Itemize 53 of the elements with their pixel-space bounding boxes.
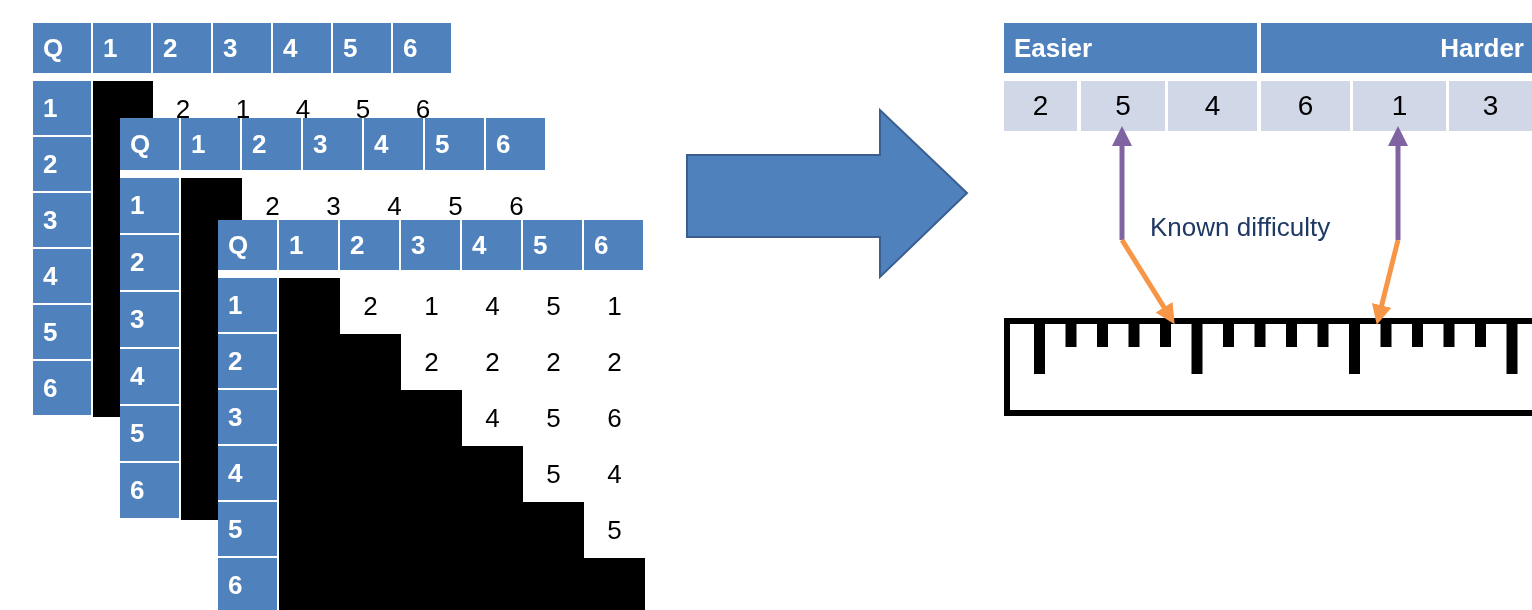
rank-cell: 2 [1004,81,1077,131]
header-cell: 6 [218,558,277,610]
header-cell: 2 [242,118,301,170]
header-cell: 2 [340,220,399,270]
header-cell: 5 [425,118,484,170]
header-cell: 3 [120,292,179,347]
header-cell: 2 [120,235,179,290]
header-cell: 4 [364,118,423,170]
header-cell: 4 [33,249,91,303]
rank-cell: 4 [1168,81,1257,131]
rank-cell: 1 [1353,81,1446,131]
header-cell: 4 [120,349,179,404]
header-cell: 4 [273,23,331,73]
arrow [1388,126,1408,240]
header-cell: 5 [523,220,582,270]
header-cell: 3 [213,23,271,73]
header-cell: 3 [303,118,362,170]
header-cell: 6 [486,118,545,170]
header-cell: 4 [218,446,277,500]
ruler [1004,318,1532,416]
header-cell: 1 [218,278,277,332]
header-cell: Q [120,118,179,170]
note-text: Known difficulty [1150,212,1332,244]
header-cell: 3 [401,220,460,270]
header-cell: 6 [33,361,91,415]
header-cell: 1 [279,220,338,270]
rank-cell: 3 [1449,81,1532,131]
header-cell: 6 [584,220,643,270]
header-cell: 6 [120,463,179,518]
header-cell: 2 [218,334,277,388]
header-cell: Q [33,23,91,73]
header-cell: 1 [120,178,179,233]
arrow [1371,239,1401,325]
rank-cell: 6 [1261,81,1350,131]
header-cell: 1 [33,81,91,135]
header-cell: 4 [462,220,521,270]
header-cell: 3 [33,193,91,247]
header-cell: 1 [181,118,240,170]
arrow [1112,126,1132,240]
header-cell: 6 [393,23,451,73]
header-band: Harder [1261,23,1532,73]
header-cell: 5 [333,23,391,73]
rank-cell: 5 [1081,81,1165,131]
header-band: Easier [1004,23,1257,73]
arrow [1119,238,1175,325]
header-cell: Q [218,220,277,270]
header-cell: 5 [33,305,91,359]
header-cell: 3 [218,390,277,444]
header-cell: 2 [33,137,91,191]
header-cell: 2 [153,23,211,73]
header-cell: 1 [93,23,151,73]
header-cell: 5 [120,406,179,461]
header-cell: 5 [218,502,277,556]
